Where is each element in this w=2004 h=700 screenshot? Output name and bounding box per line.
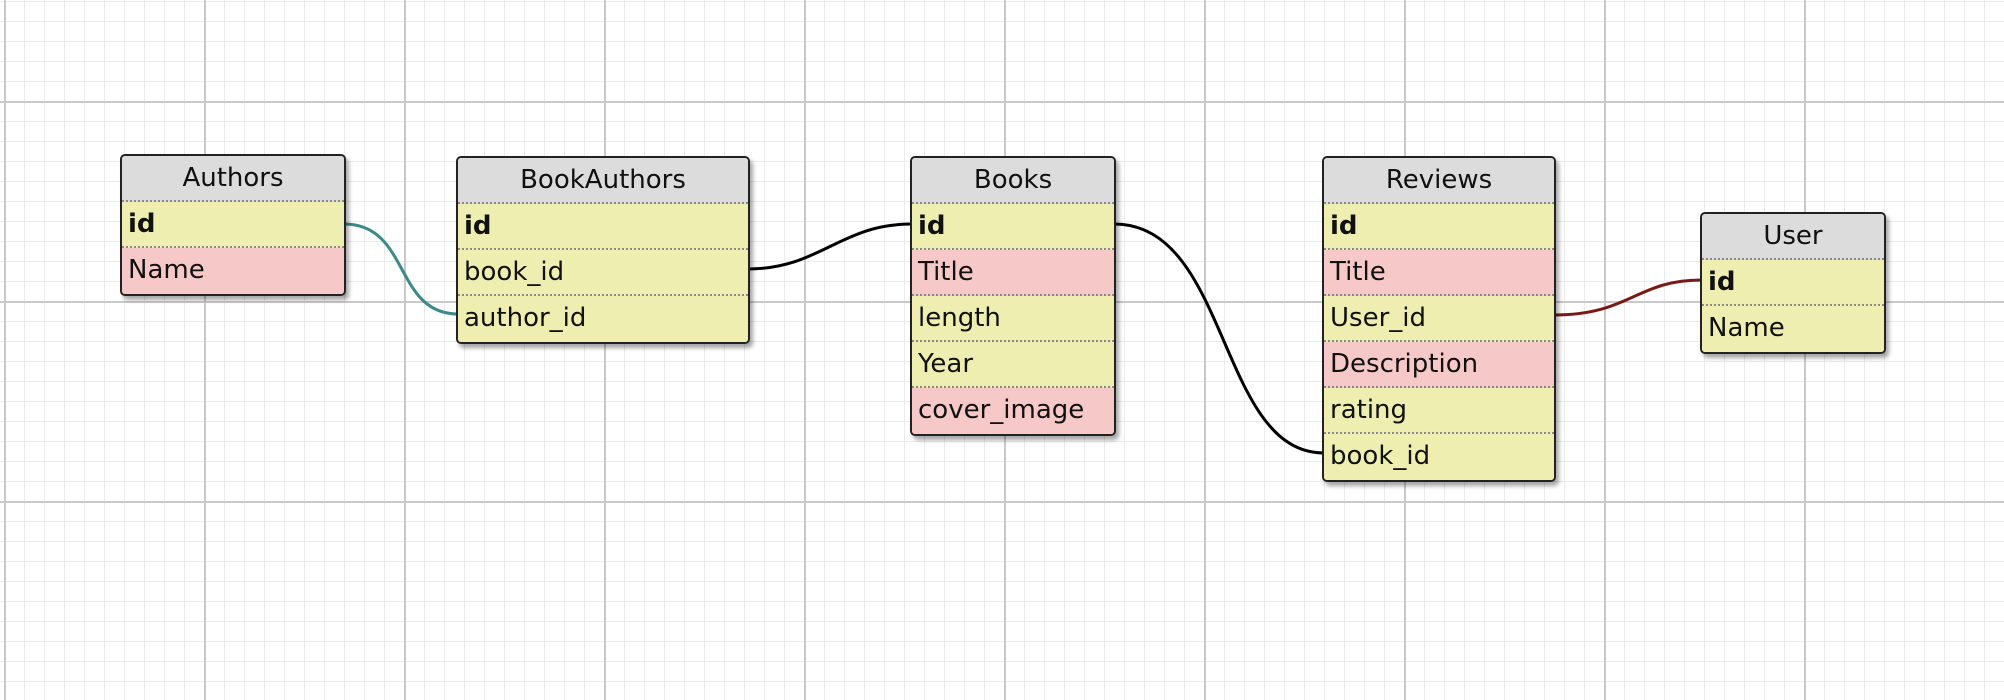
link-books-reviews[interactable] — [1112, 222, 1326, 455]
table-reviews[interactable]: Reviews id Title User_id Description rat… — [1322, 156, 1556, 482]
field-books-year[interactable]: Year — [912, 342, 1114, 388]
table-books[interactable]: Books id Title length Year cover_image — [910, 156, 1116, 436]
table-header-user[interactable]: User — [1702, 214, 1884, 260]
table-bookauthors[interactable]: BookAuthors id book_id author_id — [456, 156, 750, 344]
field-authors-name[interactable]: Name — [122, 248, 344, 294]
field-books-id[interactable]: id — [912, 204, 1114, 250]
field-bookauthors-book-id[interactable]: book_id — [458, 250, 748, 296]
field-list-authors: id Name — [122, 202, 344, 294]
table-header-authors[interactable]: Authors — [122, 156, 344, 202]
table-header-bookauthors[interactable]: BookAuthors — [458, 158, 748, 204]
field-reviews-rating[interactable]: rating — [1324, 388, 1554, 434]
field-reviews-book-id[interactable]: book_id — [1324, 434, 1554, 480]
field-list-reviews: id Title User_id Description rating book… — [1324, 204, 1554, 480]
link-authors-bookauthors[interactable] — [342, 222, 460, 316]
table-authors[interactable]: Authors id Name — [120, 154, 346, 296]
table-header-books[interactable]: Books — [912, 158, 1114, 204]
field-reviews-title[interactable]: Title — [1324, 250, 1554, 296]
field-user-name[interactable]: Name — [1702, 306, 1884, 352]
field-bookauthors-id[interactable]: id — [458, 204, 748, 250]
field-reviews-description[interactable]: Description — [1324, 342, 1554, 388]
field-books-length[interactable]: length — [912, 296, 1114, 342]
field-list-bookauthors: id book_id author_id — [458, 204, 748, 342]
field-user-id[interactable]: id — [1702, 260, 1884, 306]
table-user[interactable]: User id Name — [1700, 212, 1886, 354]
field-books-cover-image[interactable]: cover_image — [912, 388, 1114, 434]
link-bookauthors-books[interactable] — [746, 222, 914, 271]
table-header-reviews[interactable]: Reviews — [1324, 158, 1554, 204]
field-authors-id[interactable]: id — [122, 202, 344, 248]
field-books-title[interactable]: Title — [912, 250, 1114, 296]
field-list-user: id Name — [1702, 260, 1884, 352]
link-reviews-user[interactable] — [1552, 278, 1704, 317]
field-bookauthors-author-id[interactable]: author_id — [458, 296, 748, 342]
field-reviews-id[interactable]: id — [1324, 204, 1554, 250]
field-list-books: id Title length Year cover_image — [912, 204, 1114, 434]
field-reviews-user-id[interactable]: User_id — [1324, 296, 1554, 342]
